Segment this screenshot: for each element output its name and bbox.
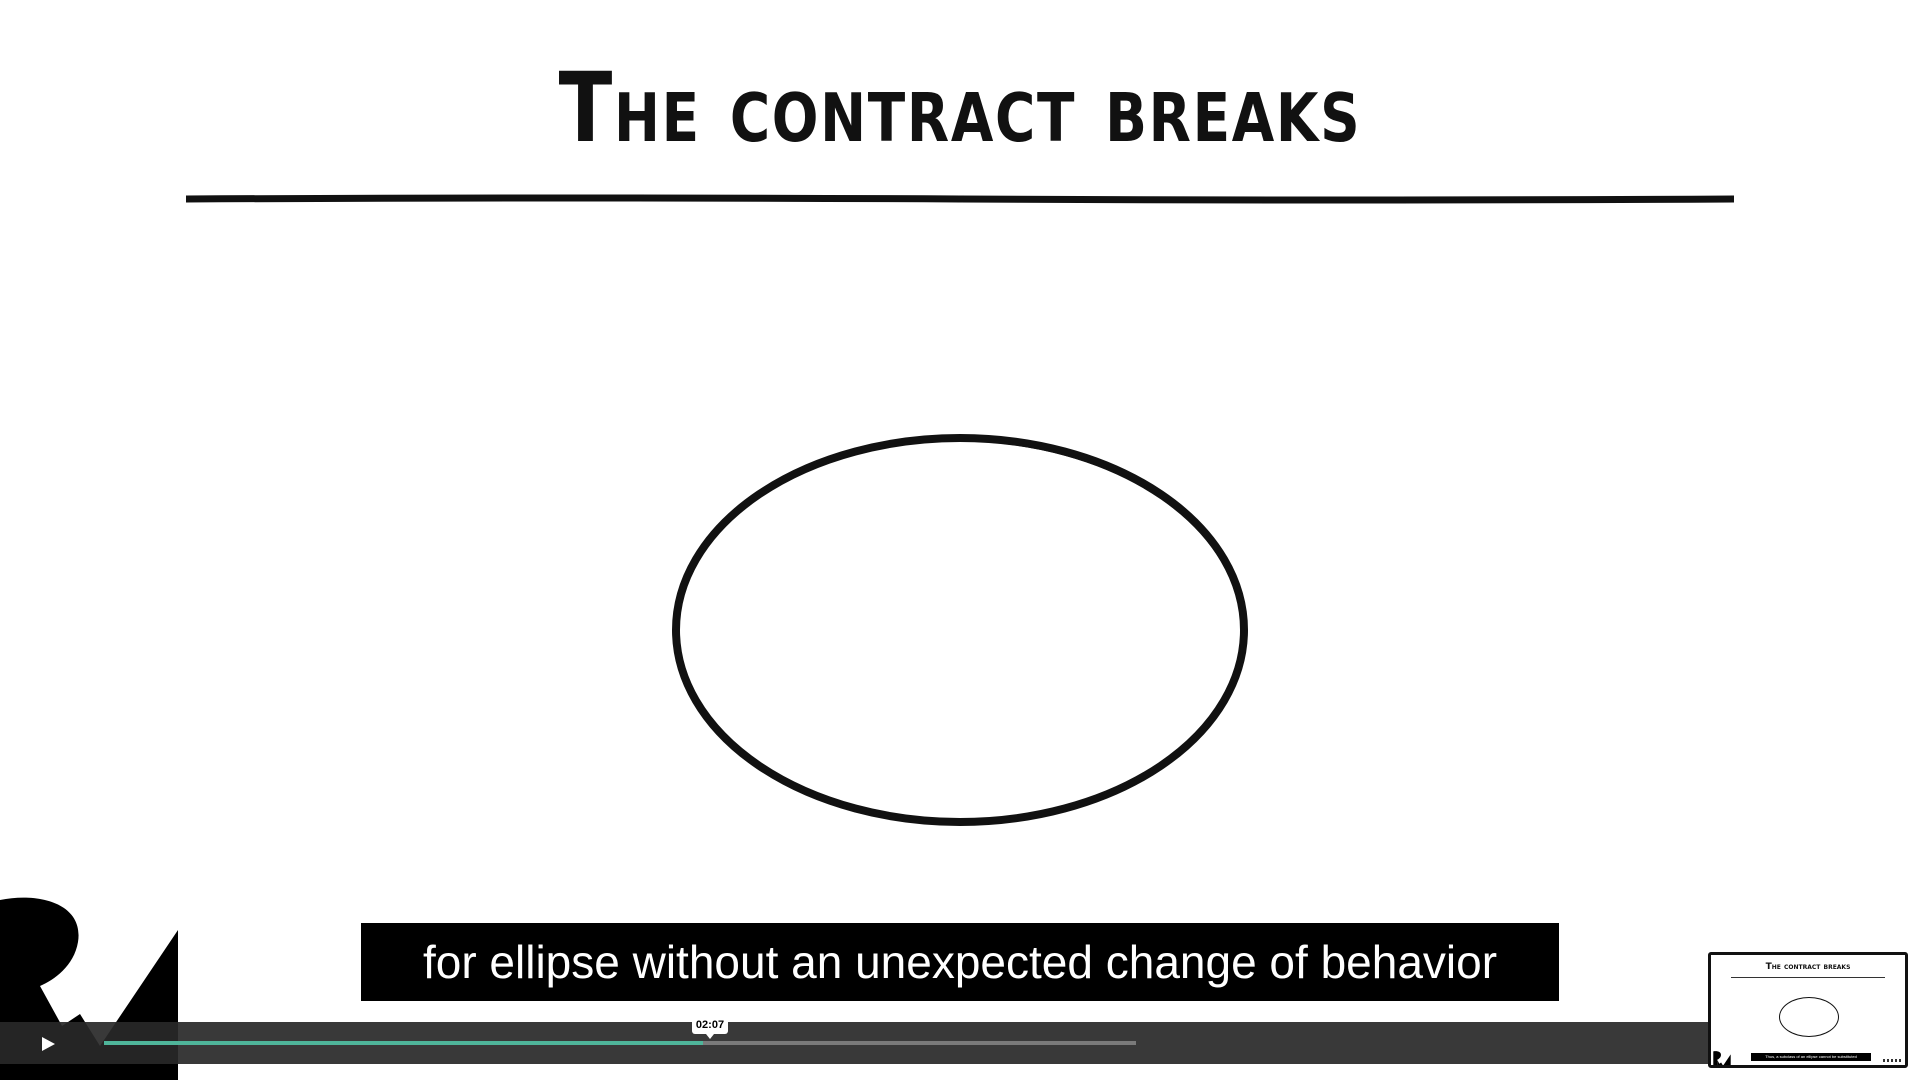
slide-preview-thumbnail[interactable]: The contract breaks Thus, a subclass of … bbox=[1708, 952, 1908, 1068]
progress-bar[interactable] bbox=[104, 1041, 1136, 1045]
preview-dots bbox=[1883, 1059, 1903, 1062]
preview-title: The contract breaks bbox=[1765, 962, 1851, 972]
ellipse-drawing bbox=[672, 434, 1248, 826]
play-icon[interactable] bbox=[38, 1034, 58, 1054]
time-tooltip: 02:07 bbox=[692, 1016, 728, 1039]
title-underline bbox=[186, 194, 1734, 204]
preview-ellipse bbox=[1779, 997, 1839, 1037]
slide-title: The contract breaks bbox=[558, 52, 1362, 164]
progress-fill bbox=[104, 1041, 703, 1045]
subtitle-caption: for ellipse without an unexpected change… bbox=[361, 923, 1559, 1001]
subtitle-text: for ellipse without an unexpected change… bbox=[422, 936, 1498, 988]
preview-logo-icon bbox=[1713, 1051, 1731, 1065]
preview-underline bbox=[1731, 977, 1885, 978]
preview-caption: Thus, a subclass of an ellipse cannot be… bbox=[1751, 1053, 1871, 1061]
